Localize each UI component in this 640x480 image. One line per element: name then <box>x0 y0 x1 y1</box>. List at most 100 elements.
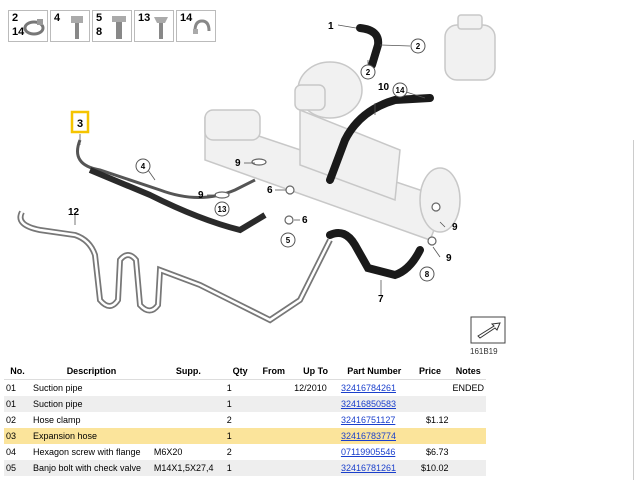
part-number-link[interactable]: 32416783774 <box>340 431 396 441</box>
callout: 9 <box>446 253 452 264</box>
seal-ring[interactable] <box>284 215 294 225</box>
col-price: Price <box>409 363 451 380</box>
part-number-link[interactable]: 32416781261 <box>340 463 396 473</box>
table-row[interactable]: 01 Suction pipe 1 32416850583 <box>4 396 486 412</box>
callout: 13 <box>218 205 227 214</box>
cell-qty: 2 <box>226 447 232 457</box>
legend-item[interactable]: 5 8 <box>92 10 132 42</box>
pressure-hose[interactable] <box>88 167 267 234</box>
return-hose-10[interactable] <box>326 94 434 184</box>
cell-from <box>255 428 293 444</box>
cell-qty: 2 <box>226 415 232 425</box>
cell-from <box>255 460 293 476</box>
hose-7[interactable] <box>326 229 424 280</box>
legend-number: 8 <box>96 26 103 38</box>
cell-qty: 1 <box>224 428 256 444</box>
cell-no: 04 <box>6 447 17 457</box>
power-steering-pump <box>294 61 363 119</box>
cell-no: 01 <box>6 383 17 393</box>
table-row[interactable]: 05 Banjo bolt with check valve M14X1,5X2… <box>4 460 486 476</box>
legend-number: 13 <box>138 12 151 24</box>
legend-item[interactable]: 13 <box>134 10 174 42</box>
fluid-reservoir <box>444 14 496 81</box>
cell-notes <box>450 396 486 412</box>
callout: 14 <box>396 86 405 95</box>
table-row-selected[interactable]: 03 Expansion hose 1 32416783774 <box>4 428 486 444</box>
cell-supp: M6X20 <box>153 447 183 457</box>
reference-arrow-icon <box>470 316 506 344</box>
o-ring[interactable] <box>214 191 230 199</box>
hose-clamp-icon <box>23 19 45 36</box>
cell-notes <box>450 460 486 476</box>
cell-description: Suction pipe <box>32 383 83 393</box>
legend-item[interactable]: 14 <box>176 10 216 42</box>
callout: 4 <box>141 162 146 171</box>
cell-price: $10.02 <box>409 460 451 476</box>
cell-supp <box>152 412 225 428</box>
table-row[interactable]: 04 Hexagon screw with flange M6X20 2 071… <box>4 444 486 460</box>
part-number-link[interactable]: 32416751127 <box>340 415 396 425</box>
cooler-pipe-12[interactable] <box>17 210 333 324</box>
seal-ring[interactable] <box>431 202 441 212</box>
callout: 8 <box>425 270 430 279</box>
table-row[interactable]: 02 Hose clamp 2 32416751127 $1.12 <box>4 412 486 428</box>
col-from: From <box>255 363 293 380</box>
callout: 2 <box>416 42 421 51</box>
scrollbar-track[interactable] <box>633 140 634 480</box>
table-row[interactable]: 01 Suction pipe 1 12/2010 32416784261 EN… <box>4 380 486 397</box>
cell-qty: 1 <box>224 396 256 412</box>
selected-callout-box[interactable] <box>70 110 90 134</box>
cell-supp: M14X1,5X27,4 <box>151 460 225 476</box>
cell-qty: 1 <box>224 460 256 476</box>
legend-number: 5 <box>96 12 103 24</box>
parts-table: No. Description Supp. Qty From Up To Par… <box>4 363 486 476</box>
part-number-link[interactable]: 32416784261 <box>340 383 396 393</box>
cell-up-to <box>292 428 339 444</box>
cell-no: 02 <box>6 415 17 425</box>
callout: 7 <box>378 294 384 305</box>
callout: 12 <box>68 207 80 218</box>
cell-no: 03 <box>4 428 31 444</box>
legend-number: 2 <box>12 12 19 24</box>
cell-notes <box>450 444 486 460</box>
cell-supp <box>151 428 225 444</box>
cell-supp <box>152 380 225 397</box>
cell-description: Suction pipe <box>30 396 152 412</box>
callout: 6 <box>302 215 308 226</box>
cell-description: Expansion hose <box>30 428 152 444</box>
col-notes: Notes <box>450 363 486 380</box>
legend-number: 14 <box>180 12 193 24</box>
cell-from <box>255 396 293 412</box>
legend-item[interactable]: 4 <box>50 10 90 42</box>
part-number-link[interactable]: 32416850583 <box>340 399 396 409</box>
part-number-link[interactable]: 07119905546 <box>340 447 396 457</box>
cell-price <box>410 380 451 397</box>
cell-description: Hose clamp <box>32 415 81 425</box>
steering-rack <box>204 108 461 241</box>
seal-ring[interactable] <box>427 236 437 246</box>
diagram-code: 161B19 <box>470 347 498 356</box>
cell-price <box>409 396 451 412</box>
callout: 9 <box>198 190 204 201</box>
cell-qty: 1 <box>226 383 232 393</box>
cell-notes <box>450 428 486 444</box>
seal-ring[interactable] <box>285 185 295 195</box>
o-ring[interactable] <box>251 158 267 166</box>
col-no: No. <box>4 363 31 380</box>
cell-price: $1.12 <box>425 415 449 425</box>
cell-price <box>409 428 451 444</box>
cell-up-to <box>292 444 339 460</box>
cell-from <box>255 412 292 428</box>
callout: 1 <box>328 21 334 32</box>
suction-hose-1[interactable] <box>356 24 383 69</box>
screw-icon <box>154 17 168 39</box>
fastener-legend: 2 14 4 5 8 13 14 <box>8 10 216 42</box>
cell-supp <box>151 396 225 412</box>
legend-item[interactable]: 2 14 <box>8 10 48 42</box>
callout: 10 <box>378 82 390 93</box>
col-up-to: Up To <box>292 363 339 380</box>
cell-from <box>255 444 292 460</box>
legend-number: 4 <box>54 12 61 24</box>
cell-notes <box>450 412 486 428</box>
callout: 2 <box>366 68 371 77</box>
